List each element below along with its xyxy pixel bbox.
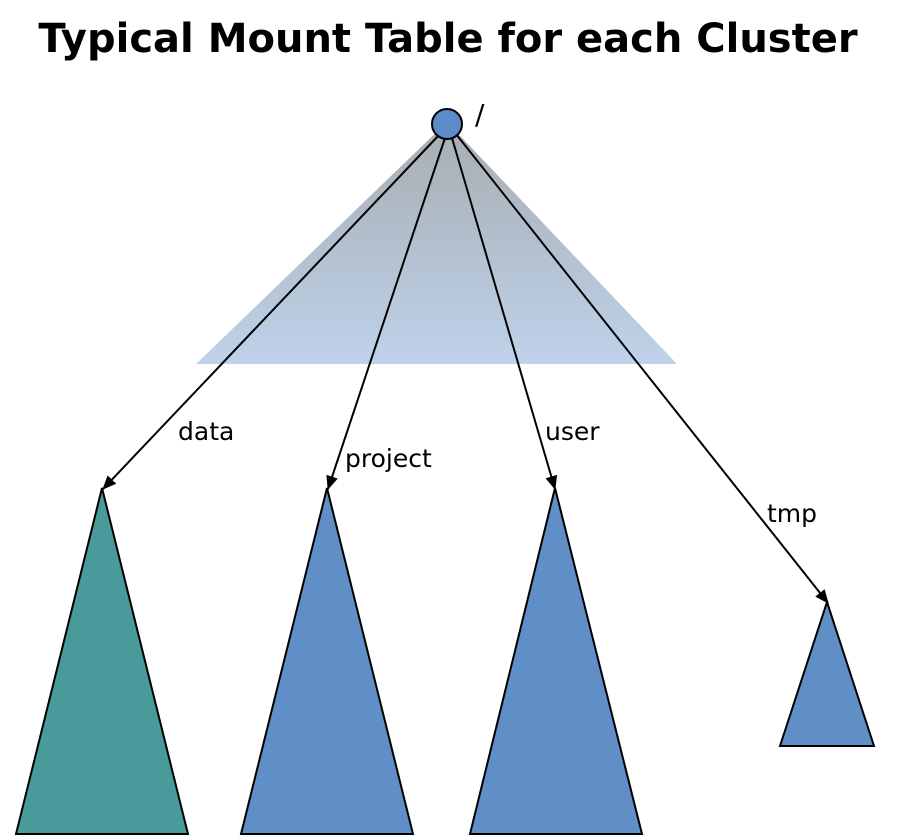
root-node — [431, 108, 463, 140]
root-label: / — [475, 98, 485, 131]
root-namespace-triangle — [196, 122, 677, 364]
diagram-title: Typical Mount Table for each Cluster — [38, 16, 857, 62]
subtree-data — [14, 487, 190, 835]
edge-tmp — [455, 133, 829, 604]
edge-label-data: data — [178, 417, 234, 446]
subtree-tmp — [778, 598, 876, 747]
edge-label-user: user — [545, 417, 600, 446]
subtree-user — [468, 487, 644, 835]
edge-project — [326, 137, 446, 490]
edge-data — [102, 133, 441, 490]
edge-user — [451, 137, 558, 490]
edge-label-tmp: tmp — [767, 499, 817, 528]
subtree-project — [239, 487, 415, 835]
edge-label-project: project — [345, 444, 432, 473]
